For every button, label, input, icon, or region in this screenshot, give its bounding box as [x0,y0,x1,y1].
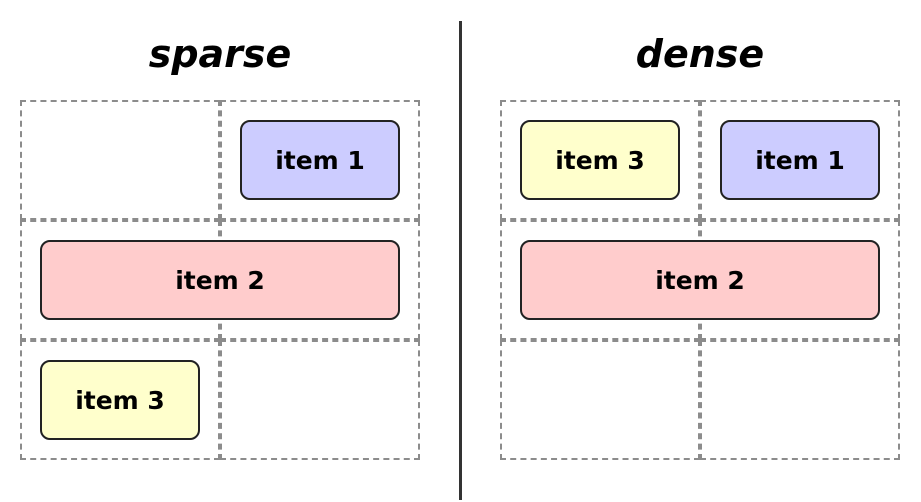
grid-cell [220,340,420,460]
grid-cell [20,340,220,460]
sparse-item-3: item 3 [40,360,200,440]
dense-item-1: item 1 [720,120,880,200]
sparse-item-2: item 2 [40,240,400,320]
grid-cell [700,340,900,460]
sparse-grid: item 1 item 2 item 3 [20,100,420,460]
dense-item-2: item 2 [520,240,880,320]
grid-cell [20,100,220,220]
sparse-item-1: item 1 [240,120,400,200]
dense-title: dense [635,32,765,76]
panel-divider [459,21,462,500]
grid-cell [700,100,900,220]
dense-item-3: item 3 [520,120,680,200]
grid-cell [500,100,700,220]
grid-cell [500,340,700,460]
dense-grid: item 3 item 1 item 2 [500,100,900,460]
grid-cell [220,100,420,220]
sparse-title: sparse [148,32,292,76]
